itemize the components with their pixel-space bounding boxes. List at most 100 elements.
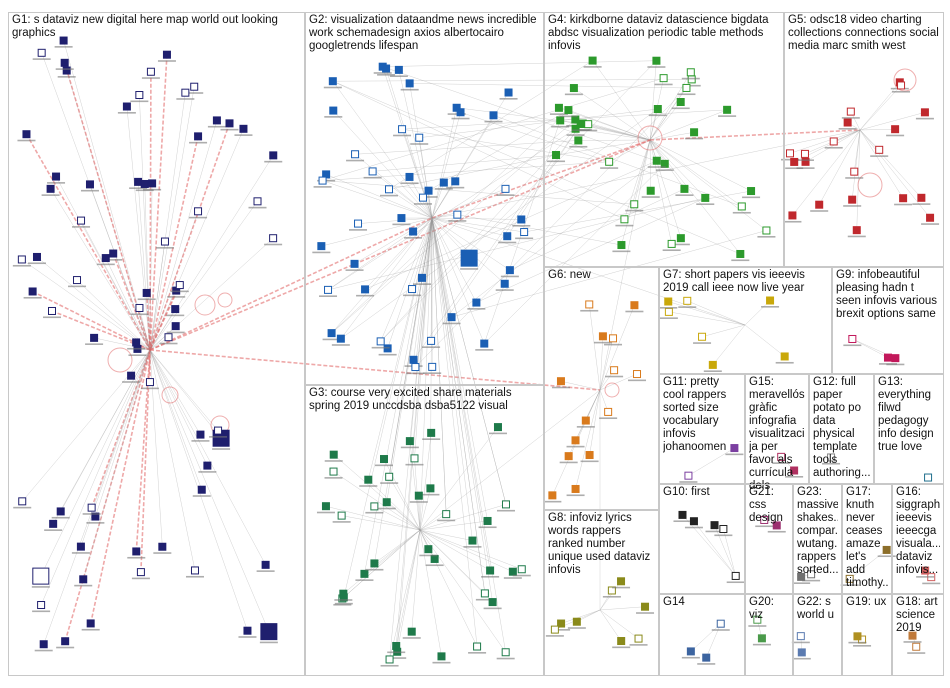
graph-node[interactable] [212,116,221,125]
graph-node[interactable] [846,107,855,116]
graph-node[interactable] [394,65,403,74]
graph-node[interactable] [564,452,573,461]
graph-node[interactable] [370,502,379,511]
graph-node[interactable] [908,631,917,640]
graph-node[interactable] [418,193,427,202]
graph-node[interactable] [361,285,370,294]
graph-node[interactable] [790,466,799,475]
graph-node[interactable] [101,254,110,263]
graph-node[interactable] [848,334,857,343]
graph-node[interactable] [716,619,725,628]
graph-node[interactable] [442,510,451,519]
graph-node[interactable] [243,626,252,635]
graph-node[interactable] [317,242,326,251]
graph-node[interactable] [641,602,650,611]
graph-node[interactable] [360,569,369,578]
graph-node[interactable] [135,303,144,312]
graph-node[interactable] [676,98,685,107]
graph-node[interactable] [780,352,789,361]
graph-node[interactable] [605,157,614,166]
graph-node[interactable] [926,213,935,222]
graph-node[interactable] [427,428,436,437]
graph-node[interactable] [61,637,70,646]
graph-node[interactable] [411,363,420,372]
graph-node[interactable] [684,471,693,480]
graph-node[interactable] [710,521,719,530]
graph-node[interactable] [122,102,131,111]
graph-node[interactable] [59,36,68,45]
graph-node[interactable] [32,567,50,585]
graph-node[interactable] [556,377,565,386]
graph-node[interactable] [501,184,510,193]
graph-node[interactable] [17,255,26,264]
graph-node[interactable] [504,88,513,97]
graph-node[interactable] [585,451,594,460]
graph-node[interactable] [398,125,407,134]
graph-node[interactable] [269,151,278,160]
graph-node[interactable] [790,157,799,166]
graph-node[interactable] [324,285,333,294]
graph-node[interactable] [447,313,456,322]
graph-node[interactable] [196,430,205,439]
graph-node[interactable] [588,56,597,65]
graph-node[interactable] [85,180,94,189]
graph-node[interactable] [557,619,566,628]
graph-node[interactable] [354,219,363,228]
graph-node[interactable] [385,655,394,664]
graph-node[interactable] [517,215,526,224]
graph-node[interactable] [617,241,626,250]
graph-node[interactable] [409,227,418,236]
graph-node[interactable] [617,637,626,646]
graph-node[interactable] [882,545,891,554]
graph-node[interactable] [197,485,206,494]
graph-node[interactable] [701,193,710,202]
graph-node[interactable] [488,598,497,607]
graph-node[interactable] [158,542,167,551]
graph-node[interactable] [682,83,691,92]
graph-node[interactable] [368,167,377,176]
graph-node[interactable] [843,118,852,127]
graph-node[interactable] [917,193,926,202]
graph-node[interactable] [164,333,173,342]
graph-node[interactable] [686,68,695,77]
graph-node[interactable] [630,301,639,310]
graph-node[interactable] [801,157,810,166]
graph-node[interactable] [321,502,330,511]
graph-node[interactable] [48,306,57,315]
graph-node[interactable] [410,454,419,463]
graph-node[interactable] [405,437,414,446]
graph-node[interactable] [261,560,270,569]
graph-node[interactable] [489,111,498,120]
graph-node[interactable] [610,366,619,375]
graph-node[interactable] [318,176,327,185]
graph-node[interactable] [109,249,118,258]
graph-node[interactable] [339,589,348,598]
graph-node[interactable] [924,473,933,482]
graph-node[interactable] [772,521,781,530]
graph-node[interactable] [585,300,594,309]
graph-node[interactable] [214,426,223,435]
graph-node[interactable] [73,276,82,285]
graph-node[interactable] [415,133,424,142]
graph-node[interactable] [194,132,203,141]
graph-node[interactable] [646,186,655,195]
graph-node[interactable] [127,371,136,380]
graph-node[interactable] [500,279,509,288]
graph-node[interactable] [397,214,406,223]
graph-node[interactable] [39,640,48,649]
graph-node[interactable] [736,249,745,258]
graph-node[interactable] [140,179,149,188]
graph-node[interactable] [698,332,707,341]
graph-node[interactable] [382,64,391,73]
graph-node[interactable] [548,491,557,500]
graph-node[interactable] [747,187,756,196]
graph-node[interactable] [62,66,71,75]
graph-node[interactable] [850,167,859,176]
graph-node[interactable] [56,507,65,516]
graph-node[interactable] [920,108,929,117]
graph-node[interactable] [181,88,190,97]
graph-node[interactable] [737,202,746,211]
graph-node[interactable] [607,586,616,595]
graph-node[interactable] [453,210,462,219]
graph-node[interactable] [135,91,144,100]
